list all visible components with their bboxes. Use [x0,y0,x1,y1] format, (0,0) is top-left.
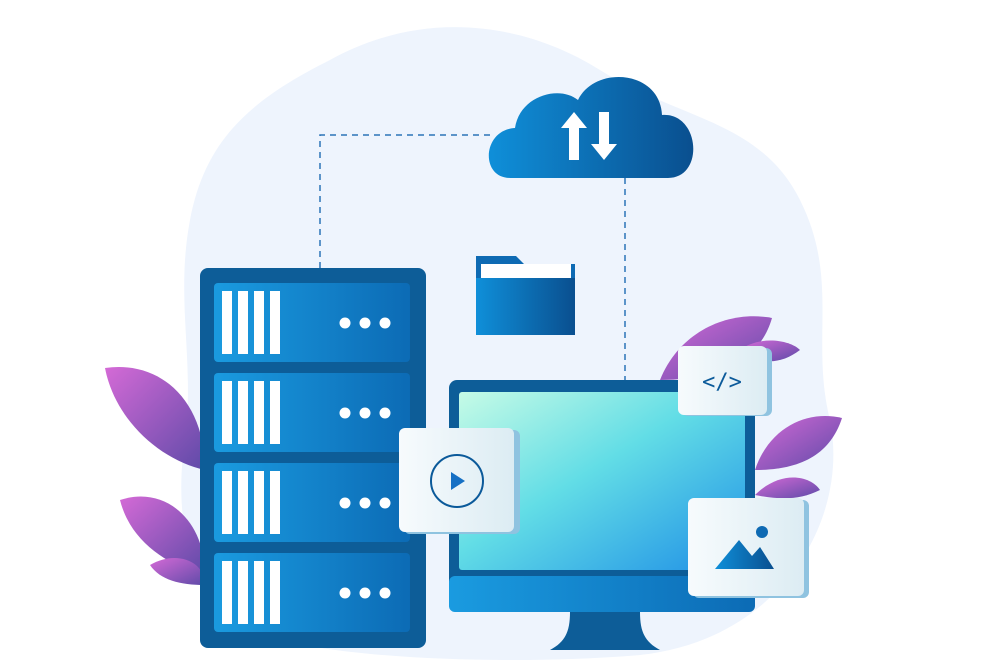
video-card [399,428,520,534]
code-icon: </> [702,370,742,395]
download-arrow-icon [591,112,617,160]
server-unit [214,373,410,452]
play-circle-icon [430,454,484,508]
upload-arrow-icon [561,112,587,160]
image-icon [715,526,774,569]
server-rack [200,268,426,648]
leaves-left [105,366,205,585]
folder-icon [476,256,575,335]
server-unit [214,463,410,542]
monitor [449,380,755,650]
image-card [688,498,809,598]
cloud [488,77,694,178]
play-icon [451,472,465,490]
server-unit [214,553,410,632]
code-card: </> [678,346,772,416]
dashed-connection-lines [319,134,626,382]
server-unit [214,283,410,362]
